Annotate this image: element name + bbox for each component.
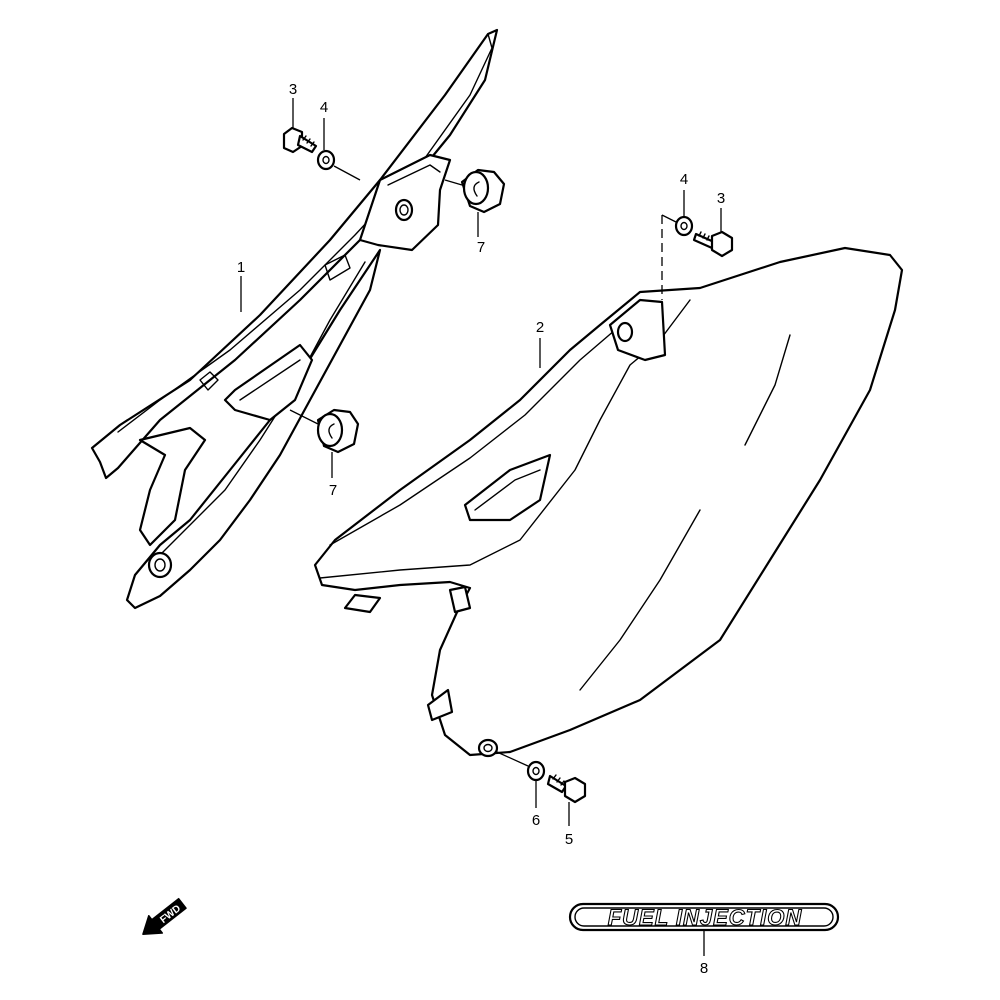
callout-7-top: 7: [477, 239, 485, 256]
callout-3-right: 3: [717, 190, 725, 207]
washer-4-top: [316, 149, 336, 171]
callout-6: 6: [532, 812, 540, 829]
bolt-5: [546, 774, 587, 804]
grommet-7-top: [460, 168, 506, 214]
decal-text: FUEL INJECTION: [608, 905, 803, 930]
washer-6: [526, 760, 546, 782]
bolt-3-top: [282, 126, 318, 154]
washer-4-right: [674, 215, 694, 237]
side-cover-right: [313, 246, 904, 758]
callout-4-right: 4: [680, 171, 688, 188]
callout-2: 2: [536, 319, 544, 336]
callout-1: 1: [237, 259, 245, 276]
fwd-arrow-icon: FWD: [142, 897, 187, 935]
bolt-3-right: [692, 230, 734, 258]
callout-8: 8: [700, 960, 708, 977]
frame-cover-left: [90, 28, 499, 610]
callout-3-top: 3: [289, 81, 297, 98]
callout-7-bottom: 7: [329, 482, 337, 499]
fuel-injection-decal: FUEL INJECTION: [568, 902, 840, 932]
grommet-7-bottom: [316, 408, 360, 454]
callout-4-top: 4: [320, 99, 328, 116]
callout-5: 5: [565, 831, 573, 848]
